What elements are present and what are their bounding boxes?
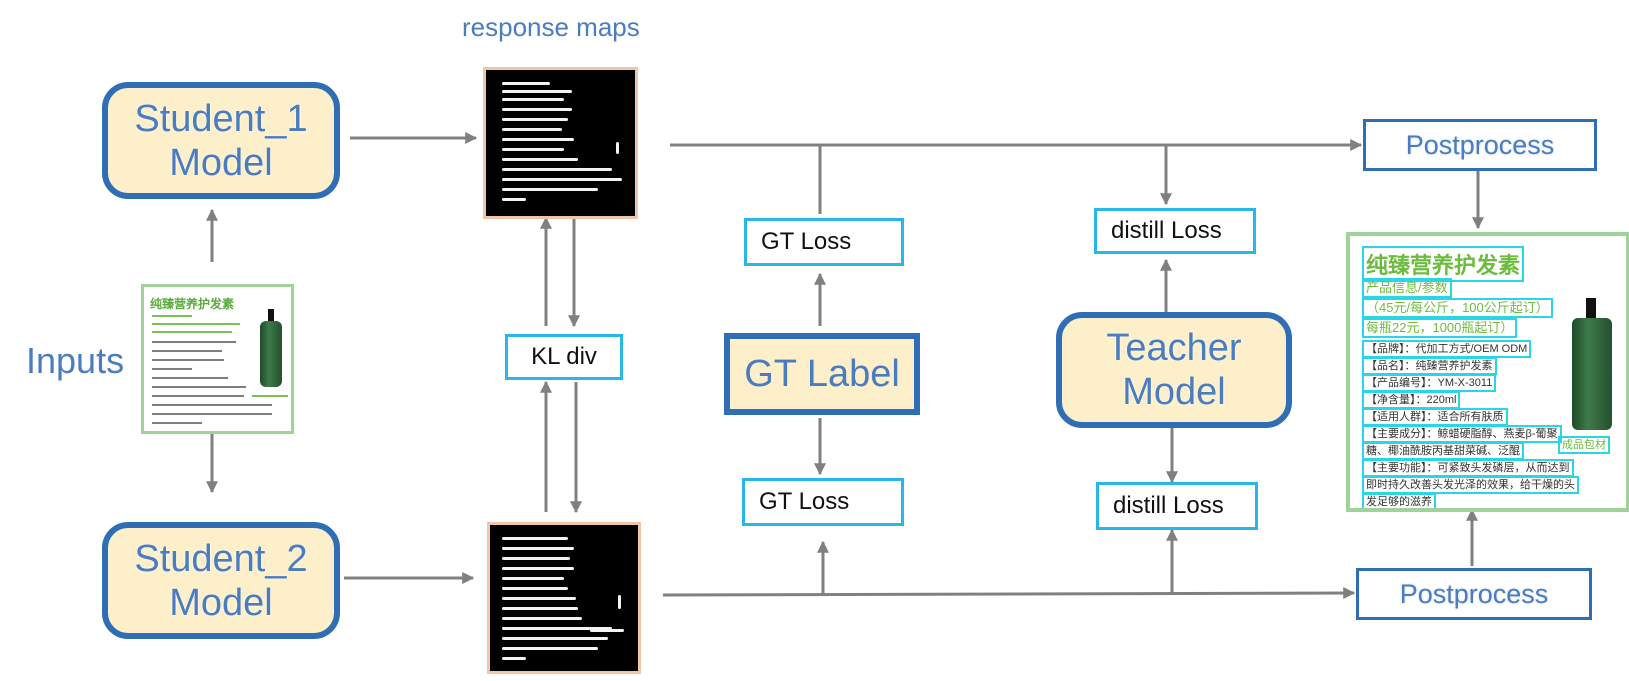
output-row-3: 【品牌】：代加工方式/OEM ODM xyxy=(1362,340,1532,358)
output-row-10: 【主要功能】：可紧致头发磷层，从而达到 xyxy=(1362,459,1574,477)
teacher-model-line2: Model xyxy=(1122,371,1226,413)
gt-label-box: GT Label xyxy=(724,333,920,415)
output-document: 纯臻营养护发素 产品信息/参数 （45元/每公斤，100公斤起订） 每瓶22元，… xyxy=(1346,232,1629,512)
bottle-icon xyxy=(260,321,282,387)
response-maps-title: response maps xyxy=(462,12,640,42)
output-row-0: 产品信息/参数 xyxy=(1362,278,1452,298)
student2-model: Student_2 Model xyxy=(102,522,340,639)
distill-loss-bottom: distill Loss xyxy=(1096,482,1258,530)
inputs-label: Inputs xyxy=(26,340,125,381)
output-row-11: 即时持久改善头发光泽的效果，给干燥的头 xyxy=(1362,476,1579,494)
output-row-6: 【净含量】：220ml xyxy=(1362,391,1461,409)
arrow-map2-to-post-bottom xyxy=(662,587,1356,600)
output-row-4: 【品名】：纯臻营养护发素 xyxy=(1362,357,1497,375)
student1-model: Student_1 Model xyxy=(102,82,340,199)
gt-loss-top: GT Loss xyxy=(744,218,904,266)
output-row-2: 每瓶22元，1000瓶起订） xyxy=(1362,318,1518,338)
response-map-2 xyxy=(487,522,641,674)
student2-model-line1: Student_2 xyxy=(134,537,308,580)
output-row-1: （45元/每公斤，100公斤起订） xyxy=(1362,298,1553,318)
input-document: 纯臻营养护发素 xyxy=(141,284,294,434)
distill-loss-top: distill Loss xyxy=(1094,208,1256,254)
teacher-model: Teacher Model xyxy=(1056,312,1292,428)
output-document-title: 纯臻营养护发素 xyxy=(1362,246,1525,282)
output-row-9: 糖、椰油酰胺丙基甜菜碱、泛醌 xyxy=(1362,442,1524,460)
gt-loss-bottom: GT Loss xyxy=(742,478,904,526)
postprocess-top: Postprocess xyxy=(1363,119,1597,171)
input-document-title: 纯臻营养护发素 xyxy=(150,297,235,311)
output-side-label: 成品包材 xyxy=(1558,436,1610,454)
student1-model-line1: Student_1 xyxy=(134,97,308,140)
output-row-7: 【适用人群】：适合所有肤质 xyxy=(1362,408,1508,426)
output-bottle-icon xyxy=(1572,318,1612,430)
output-row-5: 【产品编号】：YM-X-3011 xyxy=(1362,374,1497,392)
student1-model-line2: Model xyxy=(169,141,273,184)
output-row-8: 【主要成分】：鲸蜡硬脂醇、燕麦β-葡聚 xyxy=(1362,425,1562,443)
response-map-1 xyxy=(483,67,638,219)
postprocess-bottom: Postprocess xyxy=(1356,568,1592,620)
teacher-model-line1: Teacher xyxy=(1106,327,1242,369)
output-row-12: 发足够的滋养 xyxy=(1362,493,1436,508)
kl-div-box: KL div xyxy=(505,334,623,380)
student2-model-line2: Model xyxy=(169,581,273,624)
